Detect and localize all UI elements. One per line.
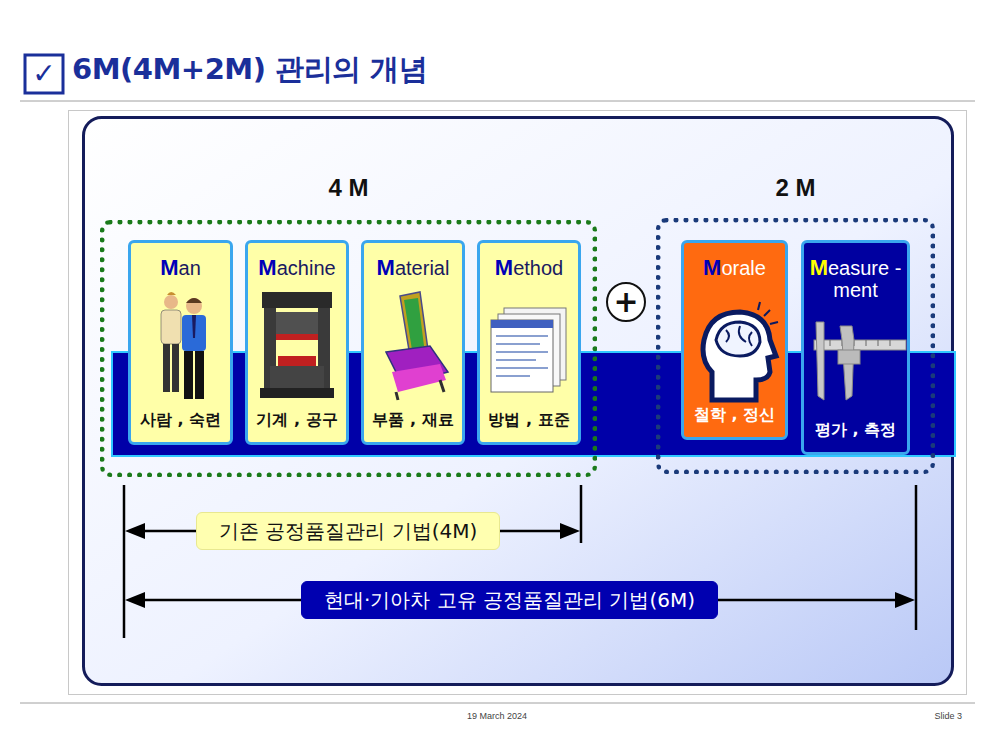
seat-frame-icon [386,292,448,400]
card-title: Man [135,257,226,279]
group-frame: 2 M Morale 철학 , 정신 Measure -ment 평가 , 측정 [656,170,935,474]
card-title: Measure -ment [808,257,903,301]
people-icon [161,292,206,399]
slide-title: 6M(4M+2M) 관리의 개념 [72,50,427,90]
slide-number: Slide 3 [862,711,962,721]
tag-text: 현대·기아차 고유 공정품질관리 기법(6M) [324,587,695,614]
method-tag: 현대·기아차 고유 공정품질관리 기법(6M) [301,581,718,619]
card-subtitle: 철학 , 정신 [686,405,783,425]
check-box [25,55,63,93]
method-tag: 기존 공정품질관리 기법(4M) [196,512,500,550]
card-title: Material [368,257,458,279]
footer-date: 19 March 2024 [397,711,597,721]
card-title: Method [484,257,574,279]
panel [84,118,953,685]
press-machine-icon [260,292,334,398]
card-subtitle: 평가 , 측정 [806,420,905,440]
card-subtitle: 사람 , 숙련 [133,410,228,430]
plus-circle: + [606,282,646,322]
card-title: Machine [252,257,342,279]
m-card: Man 사람 , 숙련 [128,240,233,445]
tag-text: 기존 공정품질관리 기법(4M) [219,518,477,545]
card-title: Morale [688,257,781,279]
group-heading: 4 M [100,174,597,202]
caliper-icon [814,322,906,400]
title-rule [20,101,975,102]
m-card: Measure -ment 평가 , 측정 [801,240,910,455]
m-card: Material 부품 , 재료 [361,240,465,445]
group-heading: 2 M [656,174,935,202]
m-card: Machine 기계 , 공구 [245,240,349,445]
card-subtitle: 기계 , 공구 [250,410,344,430]
card-subtitle: 부품 , 재료 [366,410,460,430]
head-icon [703,302,778,400]
card-subtitle: 방법 , 표준 [482,410,576,430]
documents-icon [491,308,566,392]
check-mark: ✓ [25,55,63,93]
group-frame: 4 M Man 사람 , 숙련 Machine 기계 , 공구 Material 부품 , … [100,170,597,477]
plus-sign: + [613,287,638,317]
dimension-lines [124,485,916,638]
m-card: Method 방법 , 표준 [477,240,581,445]
footer-rule [20,703,975,704]
content-frame [69,111,967,695]
m-card: Morale 철학 , 정신 [681,240,788,440]
